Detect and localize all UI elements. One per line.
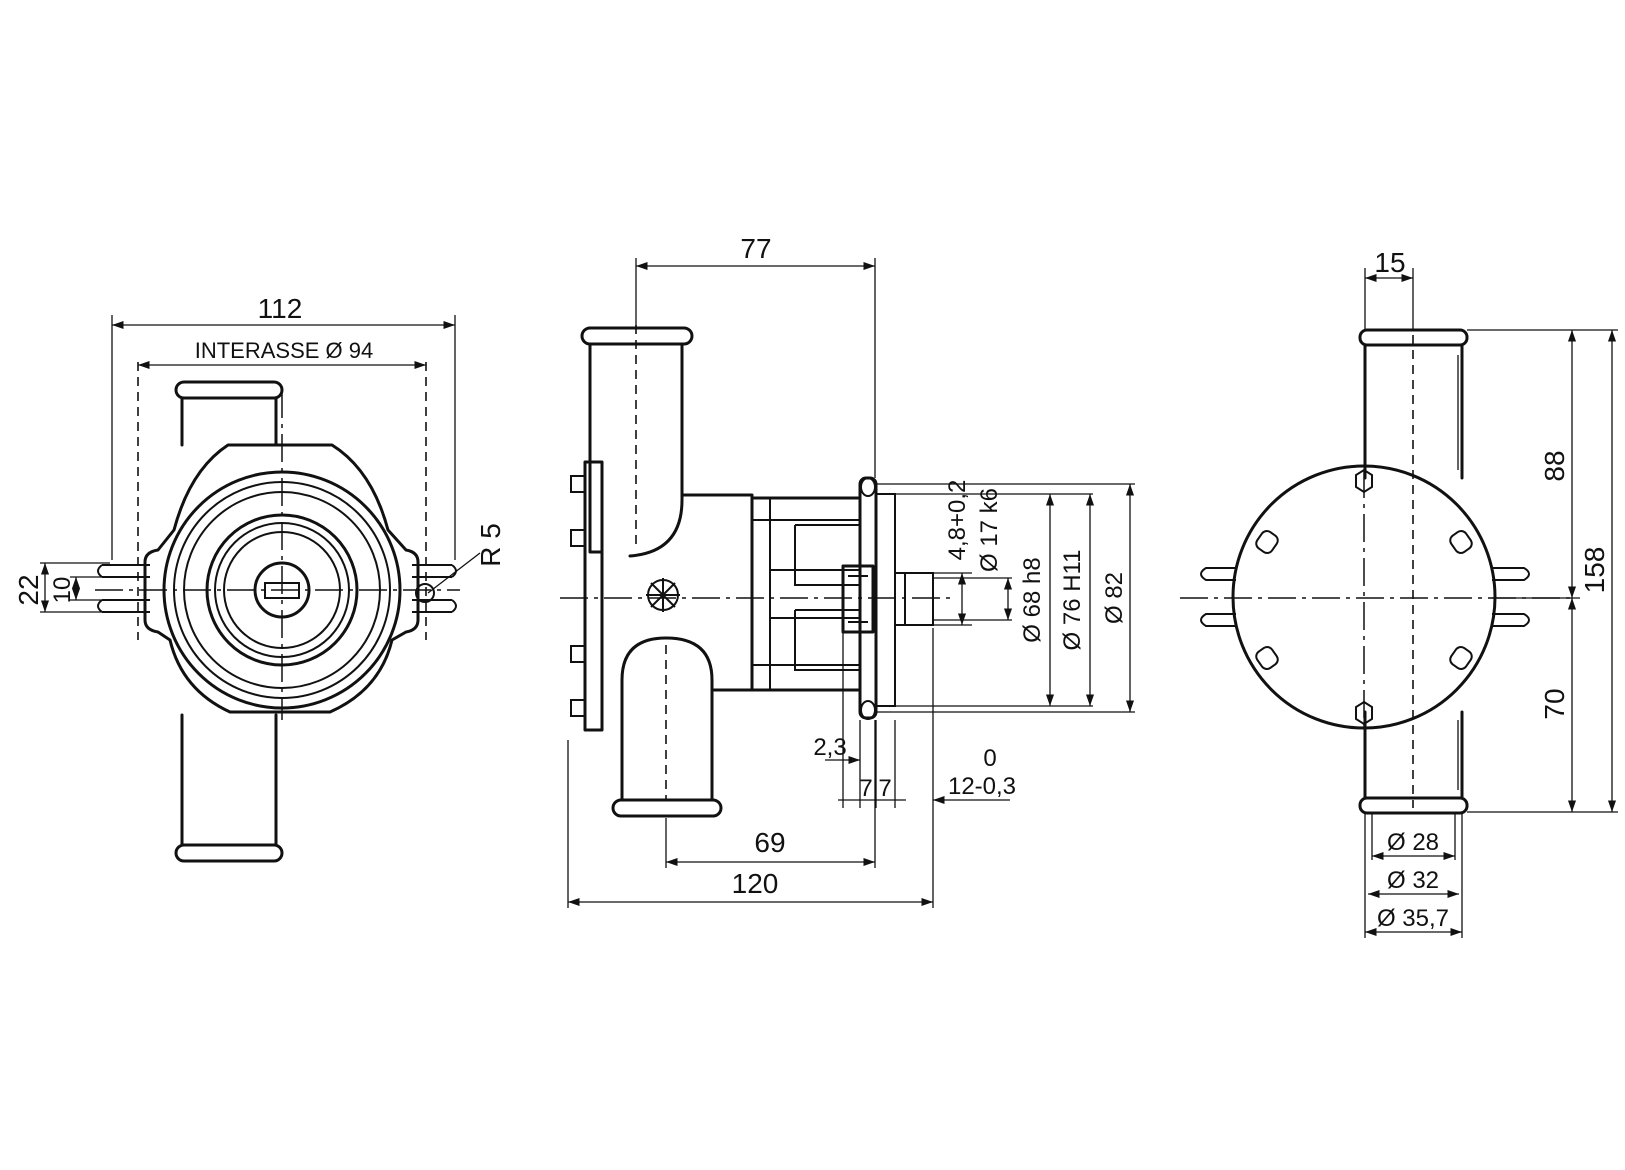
end-bolts: [1255, 468, 1473, 726]
end-dim-88: 88: [1539, 450, 1570, 481]
front-right-ear-slots: [412, 564, 457, 613]
side-dim-82: Ø 82: [1101, 572, 1128, 624]
end-dim-32: Ø 32: [1387, 867, 1439, 894]
side-lower-port: [611, 636, 723, 818]
end-dim-28: Ø 28: [1387, 829, 1439, 856]
side-left-flange: [583, 460, 604, 732]
side-flange-holes: [860, 477, 876, 720]
side-dim-tol-zero: 0: [983, 745, 996, 772]
side-dim-2-3: 2,3: [813, 734, 846, 761]
side-dim-12: 12-0,3: [948, 773, 1016, 800]
side-dim-4-8: 4,8+0,2: [944, 480, 971, 561]
side-dim-68: Ø 68 h8: [1019, 557, 1046, 642]
side-shaft: [841, 564, 934, 634]
end-dim-15: 15: [1374, 247, 1405, 278]
side-dim-120: 120: [732, 868, 779, 899]
side-dim-17: Ø 17 k6: [976, 488, 1003, 572]
front-dim-112: 112: [258, 293, 303, 324]
end-dim-70: 70: [1539, 688, 1570, 719]
front-leader-r5: [427, 552, 481, 594]
front-dim-r5: R 5: [475, 523, 506, 567]
side-body: [680, 493, 862, 692]
end-dim-35-7: Ø 35,7: [1377, 905, 1449, 932]
front-vertical-pipe: [174, 380, 284, 863]
front-body-outline: [143, 443, 420, 714]
front-dim-10: 10: [49, 577, 76, 604]
end-dim-158: 158: [1579, 547, 1610, 594]
side-dim-77: 77: [740, 233, 771, 264]
side-drain-fitting: [646, 578, 680, 612]
end-view: 15 88 70 158 Ø 28 Ø 32 Ø 35,7: [1180, 247, 1618, 938]
side-upper-port: [580, 325, 694, 558]
front-dim-interasse: INTERASSE Ø 94: [195, 338, 374, 363]
side-dim-7b: 7: [878, 775, 891, 802]
side-flange-bolts: [570, 475, 586, 717]
side-view: 77 69 120 2,3 7 7 0 12-0,3 4,8+0,2 Ø 17 …: [560, 233, 1135, 908]
front-view: 112 INTERASSE Ø 94 22 10 R 5: [13, 293, 506, 863]
side-dim-69: 69: [754, 827, 785, 858]
front-left-ear-slots: [97, 564, 150, 613]
side-dim-76: Ø 76 H11: [1059, 550, 1086, 651]
front-dim-22: 22: [13, 574, 44, 605]
side-dim-7a: 7: [859, 775, 872, 802]
end-vertical-pipe: [1358, 328, 1469, 815]
end-ears: [1200, 567, 1530, 627]
